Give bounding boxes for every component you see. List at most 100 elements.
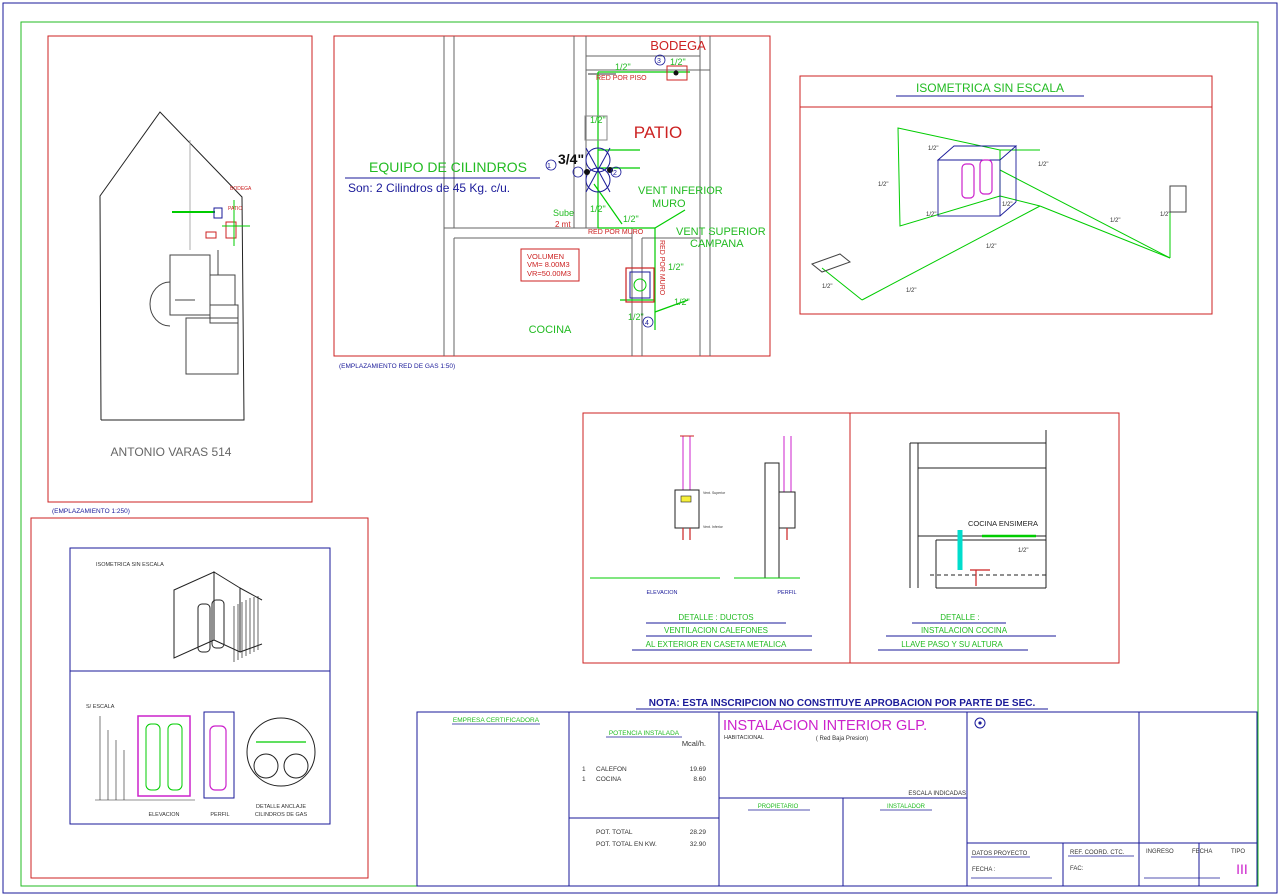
size-label: 1/2" [668,262,684,272]
size-label: 1/2" [623,214,639,224]
tb-fecha: FECHA : [972,867,996,873]
duct-perfil-label: PERFIL [777,590,796,596]
tb-escala: ESCALA INDICADAS [908,791,966,797]
kitchen-line-3: LLAVE PASO Y SU ALTURA [901,640,1003,649]
label-cocina: COCINA [529,324,572,336]
site-tag-bodega: BODEGA [230,186,252,192]
iso-cylinder-box [936,145,1018,217]
iso-cylinder-2 [979,159,993,195]
iso-size: 1/2" [1110,218,1120,224]
size-label: 1/2" [628,312,644,322]
cyl-elev-label: ELEVACION [148,812,179,818]
size-label: 1/2" [590,204,606,214]
tb-item-name: CALEFON [596,766,627,773]
site-plan-panel: BODEGA PATIO ANTONIO VARAS 514 [47,35,313,503]
iso-cocina [810,253,852,273]
label-equipo-sub: Son: 2 Cilindros de 45 Kg. c/u. [348,181,510,195]
tb-logo-icon [974,717,986,729]
tb-subtitle: ( Red Baja Presion) [816,736,868,742]
tb-ingreso: INGRESO [1146,849,1174,855]
tb-fac: FAC: [1070,866,1084,872]
tb-item-name: COCINA [596,776,622,783]
cyl-dimensions [95,716,195,801]
gas-pipes [593,71,690,330]
label-vent-inferior-2: MURO [652,198,686,210]
tb-title: INSTALACION INTERIOR GLP. [723,718,927,734]
label-sube-2: 2 mt [555,220,571,229]
kitchen-size: 1/2" [1018,548,1028,554]
iso-size: 1/2" [926,212,936,218]
tb-item-qty: 1 [582,766,586,773]
label-red-por-muro-h: RED POR MURO [588,229,644,236]
cocina-unit [625,267,655,303]
kitchen-line-2: INSTALACION COCINA [921,626,1008,635]
tb-potencia: POTENCIA INSTALADA [609,730,680,737]
cyl-iso-cabinet [173,571,263,659]
tb-empresa: EMPRESA CERTIFICADORA [453,717,540,724]
site-tag-patio: PATIO [228,206,242,212]
iso-size: 1/2" [1160,212,1170,218]
iso-size: 1/2" [928,146,938,152]
label-vr: VR=50.00M3 [527,269,571,278]
size-label: 1/2" [670,57,686,67]
tb-item-value: 19.69 [690,766,707,773]
tb-tipo-val: III [1236,861,1248,877]
node-1: 1 [547,163,551,170]
tb-pot-kw: 32.90 [690,841,707,848]
iso-calefon [1169,185,1187,213]
cyl-perfil-label: PERFIL [210,812,229,818]
cyl-perfil-box [203,711,235,799]
iso-pipes [821,127,1171,301]
tb-propietario: PROPIETARIO [758,804,799,810]
kitchen-label: COCINA ENSIMERA [968,519,1038,528]
bodega-box [666,65,688,81]
iso-size: 1/2" [906,288,916,294]
iso-size: 1/2" [1038,162,1048,168]
site-address: ANTONIO VARAS 514 [111,445,232,459]
iso-cylinder-1 [961,163,975,199]
duct-tag-b: Vent. Inferior [703,525,724,529]
label-vm: VM= 8.00M3 [527,260,570,269]
tb-pot-total-label: POT. TOTAL [596,829,633,836]
tb-item-qty: 1 [582,776,586,783]
tb-pot-total: 28.29 [690,829,707,836]
duct-elev-label: ELEVACION [646,590,677,596]
tb-pot-kw-label: POT. TOTAL EN KW. [596,841,657,848]
cyl-top-label: S/ ESCALA [86,704,115,710]
title-block: EMPRESA CERTIFICADORA POTENCIA INSTALADA… [416,711,1258,887]
lot-outline [99,111,245,421]
details-panel: Vent. Superior Vent. Inferior ELEVACION … [582,412,1120,664]
cyl-anchor-label: DETALLE ANCLAJE [256,804,306,810]
iso-size: 1/2" [986,244,996,250]
volumen-box [520,248,580,282]
node-4: 4 [645,320,649,327]
label-bodega: BODEGA [650,38,706,53]
tb-unit: Mcal/h. [682,739,706,748]
tb-fecha2: FECHA [1192,849,1212,855]
tb-tipo: TIPO [1231,849,1245,855]
cylinder-detail-panel: ISOMETRICA SIN ESCALA S/ ESCALA ELEVACIO… [30,517,369,879]
cylinder-group [584,115,611,193]
tb-item-value: 8.60 [693,776,706,783]
sec-note: NOTA: ESTA INSCRIPCION NO CONSTITUYE APR… [649,698,1036,709]
isometric-panel: ISOMETRICA SIN ESCALA 1/2" 1/2" 1/ [799,75,1213,315]
site-gas-marks [172,200,250,246]
label-volumen: VOLUMEN [527,252,564,261]
size-label: 1/2" [615,62,631,72]
label-vent-superior-2: CAMPANA [690,238,744,250]
label-vent-superior: VENT SUPERIOR [676,226,766,238]
cyl-elevation-box [137,715,191,797]
kitchen-line-1: DETALLE : [940,613,979,622]
node-3: 3 [657,58,661,65]
duct-line-2: VENTILACION CALEFONES [664,626,768,635]
iso-size: 1/2" [878,182,888,188]
label-patio: PATIO [634,123,683,142]
tb-ref: REF. COORD. CTC. [1070,850,1125,856]
tb-instalador: INSTALADOR [887,804,926,810]
duct-line-1: DETALLE : DUCTOS [678,613,753,622]
label-main-size: 3/4" [558,151,584,167]
label-red-por-piso: RED POR PISO [596,75,647,82]
duct-line-3: AL EXTERIOR EN CASETA METALICA [646,640,787,649]
